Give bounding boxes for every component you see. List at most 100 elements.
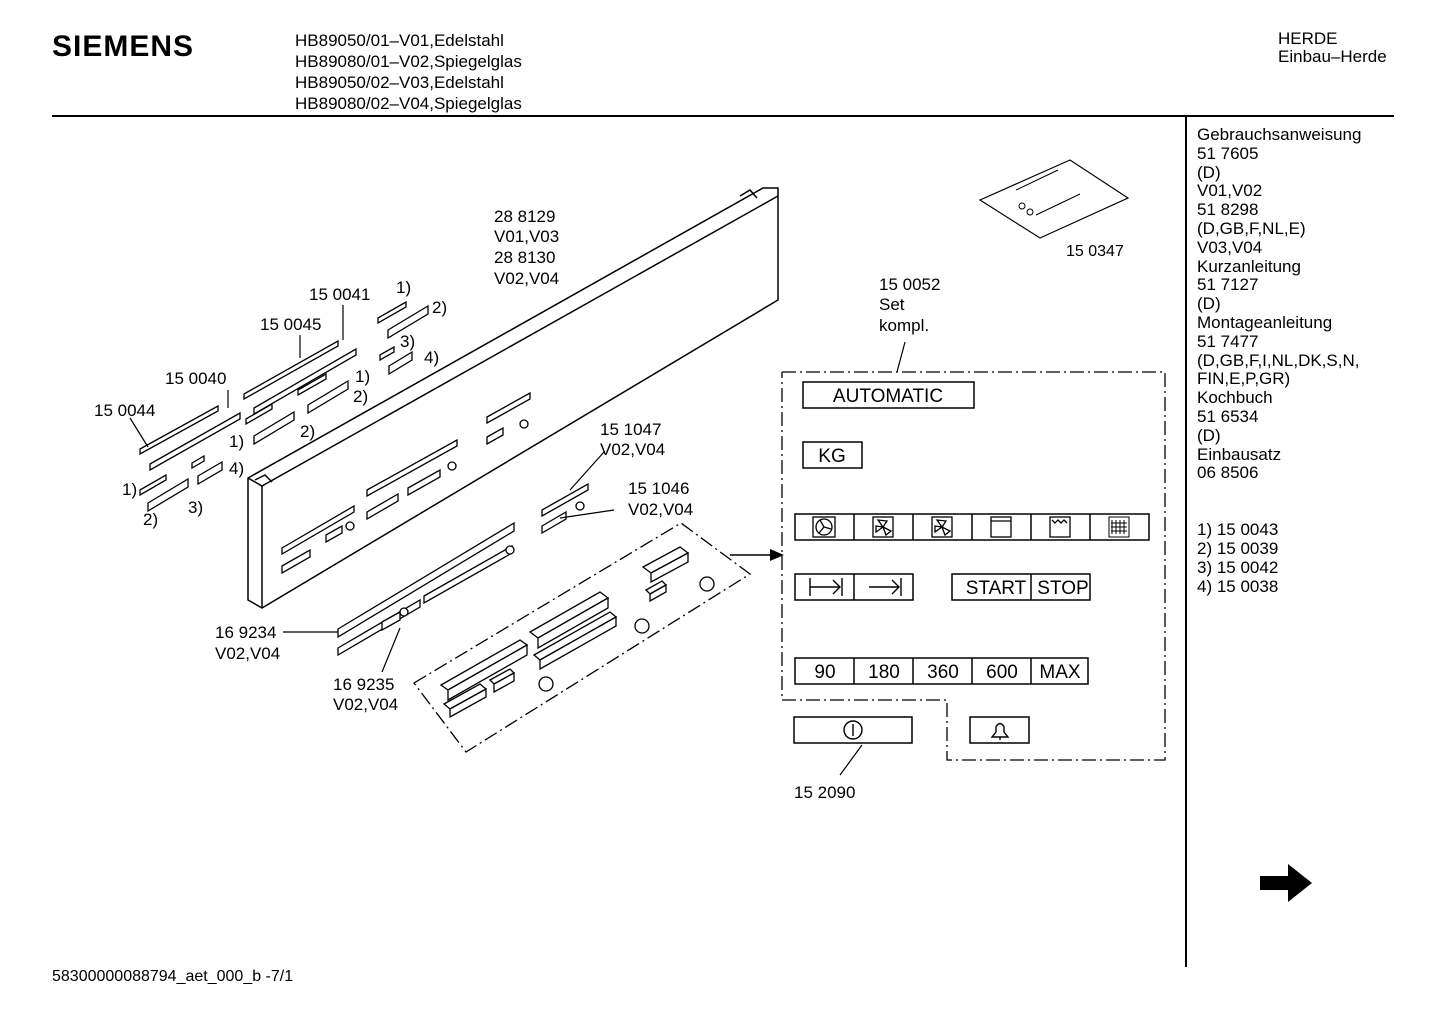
documentation-list: Gebrauchsanweisung 51 7605 (D) V01,V02 5… [1197, 125, 1362, 483]
part-number: 15 0052 [879, 275, 940, 294]
time-button-row [794, 657, 1089, 685]
category-line: Einbau–Herde [1278, 47, 1387, 66]
footnote: 1) 15 0043 [1197, 520, 1279, 539]
set-outline [781, 371, 1166, 761]
ref-marker: 2) [300, 422, 315, 441]
doc-line: 51 7605 [1197, 143, 1259, 163]
oven-icon [990, 516, 1012, 538]
model-line: HB89080/01–V02,Spiegelglas [295, 52, 522, 71]
trim-strips [139, 300, 429, 513]
doc-line: Gebrauchsanweisung [1197, 125, 1362, 144]
footnote: 2) 15 0039 [1197, 539, 1279, 558]
part-number: 15 0045 [260, 315, 321, 334]
doc-line: 06 8506 [1197, 463, 1259, 483]
brand-logo: SIEMENS [52, 30, 195, 63]
fan-icon [872, 516, 894, 538]
part-number: 15 0040 [165, 369, 226, 388]
doc-line: FIN,E,P,GR) [1197, 369, 1291, 389]
part-variant: V01,V03 [494, 227, 559, 246]
category-line: HERDE [1278, 29, 1338, 48]
document-id: 58300000088794_aet_000_b -7/1 [52, 968, 294, 985]
ref-marker: 2) [353, 387, 368, 406]
time-label: 600 [986, 662, 1018, 683]
next-page-arrow-icon [1260, 864, 1312, 902]
doc-line: (D) [1197, 425, 1221, 445]
part-number: 15 1047 [600, 420, 661, 439]
doc-line: (D,GB,F,I,NL,DK,S,N, [1197, 350, 1360, 370]
doc-line: 51 8298 [1197, 200, 1259, 220]
header-divider [52, 115, 1394, 117]
time-label: 360 [927, 662, 959, 683]
ref-marker: 2) [143, 510, 158, 529]
bell-button-box [969, 716, 1030, 744]
footnote-list: 1) 15 0043 2) 15 0039 3) 15 0042 4) 15 0… [1197, 520, 1278, 596]
ref-marker: 1) [229, 432, 244, 451]
ref-marker: 1) [355, 367, 370, 386]
part-number: 28 8129 [494, 207, 555, 226]
start-stop-box [951, 573, 1091, 601]
sidebar-divider [1185, 117, 1187, 967]
part-number: 16 9235 [333, 675, 394, 694]
part-variant: V02,V04 [600, 440, 665, 459]
part-note: Set [879, 295, 905, 314]
fan-hot-air-icon [812, 516, 836, 538]
time-label: 90 [814, 662, 835, 683]
doc-line: 51 7477 [1197, 331, 1259, 351]
fan-bottom-heat-icon [931, 516, 953, 538]
ref-marker: 3) [188, 498, 203, 517]
time-label: MAX [1039, 662, 1081, 683]
doc-line: 51 7127 [1197, 275, 1259, 295]
bell-icon [990, 722, 1010, 740]
kg-box [802, 441, 863, 469]
end-time-icon [869, 578, 902, 596]
screw-pack [978, 159, 1130, 239]
part-number: 15 0347 [1066, 243, 1124, 260]
power-icon [843, 720, 863, 740]
ref-marker: 3) [400, 332, 415, 351]
part-number: 16 9234 [215, 623, 276, 642]
part-variant: V02,V04 [494, 269, 559, 288]
control-panel-part [247, 187, 779, 609]
model-line: HB89080/02–V04,Spiegelglas [295, 94, 522, 113]
time-label: 180 [868, 662, 900, 683]
ref-marker: 1) [396, 278, 411, 297]
power-button-box [793, 716, 913, 744]
timer-buttons [794, 573, 914, 601]
part-labels: 28 8129 V01,V03 28 8130 V02,V04 15 0041 … [94, 207, 1124, 802]
part-variant: V02,V04 [628, 500, 693, 519]
part-number: 28 8130 [494, 248, 555, 267]
doc-line: (D) [1197, 162, 1221, 182]
part-number: 15 0044 [94, 401, 155, 420]
leader-lines [129, 305, 906, 776]
grill-icon [1108, 516, 1130, 538]
footnote: 4) 15 0038 [1197, 577, 1279, 596]
doc-line: V01,V02 [1197, 181, 1263, 201]
part-variant: V02,V04 [333, 695, 398, 714]
doc-line: 51 6534 [1197, 406, 1259, 426]
part-number: 15 2090 [794, 783, 855, 802]
ref-marker: 4) [229, 459, 244, 478]
arrow-to-set [730, 549, 784, 561]
top-heat-icon [1049, 516, 1071, 538]
category-label: HERDE Einbau–Herde [1278, 30, 1387, 66]
doc-line: V03,V04 [1197, 237, 1263, 257]
part-number: 15 0041 [309, 285, 370, 304]
kg-label: KG [818, 446, 845, 467]
doc-line: Kurzanleitung [1197, 256, 1301, 276]
ref-marker: 4) [424, 348, 439, 367]
model-line: HB89050/02–V03,Edelstahl [295, 73, 504, 92]
doc-line: (D,GB,F,NL,E) [1197, 218, 1306, 238]
function-icons-row [794, 513, 1150, 541]
part-note: kompl. [879, 316, 929, 335]
model-line: HB89050/01–V01,Edelstahl [295, 31, 504, 50]
doc-line: (D) [1197, 294, 1221, 314]
ref-marker: 1) [122, 480, 137, 499]
start-label: START [966, 578, 1027, 599]
automatic-label: AUTOMATIC [833, 386, 943, 407]
model-list: HB89050/01–V01,Edelstahl HB89080/01–V02,… [295, 30, 522, 114]
automatic-box [802, 381, 975, 409]
lower-trim [337, 482, 589, 657]
doc-line: Montageanleitung [1197, 312, 1333, 332]
duration-icon [809, 578, 843, 596]
